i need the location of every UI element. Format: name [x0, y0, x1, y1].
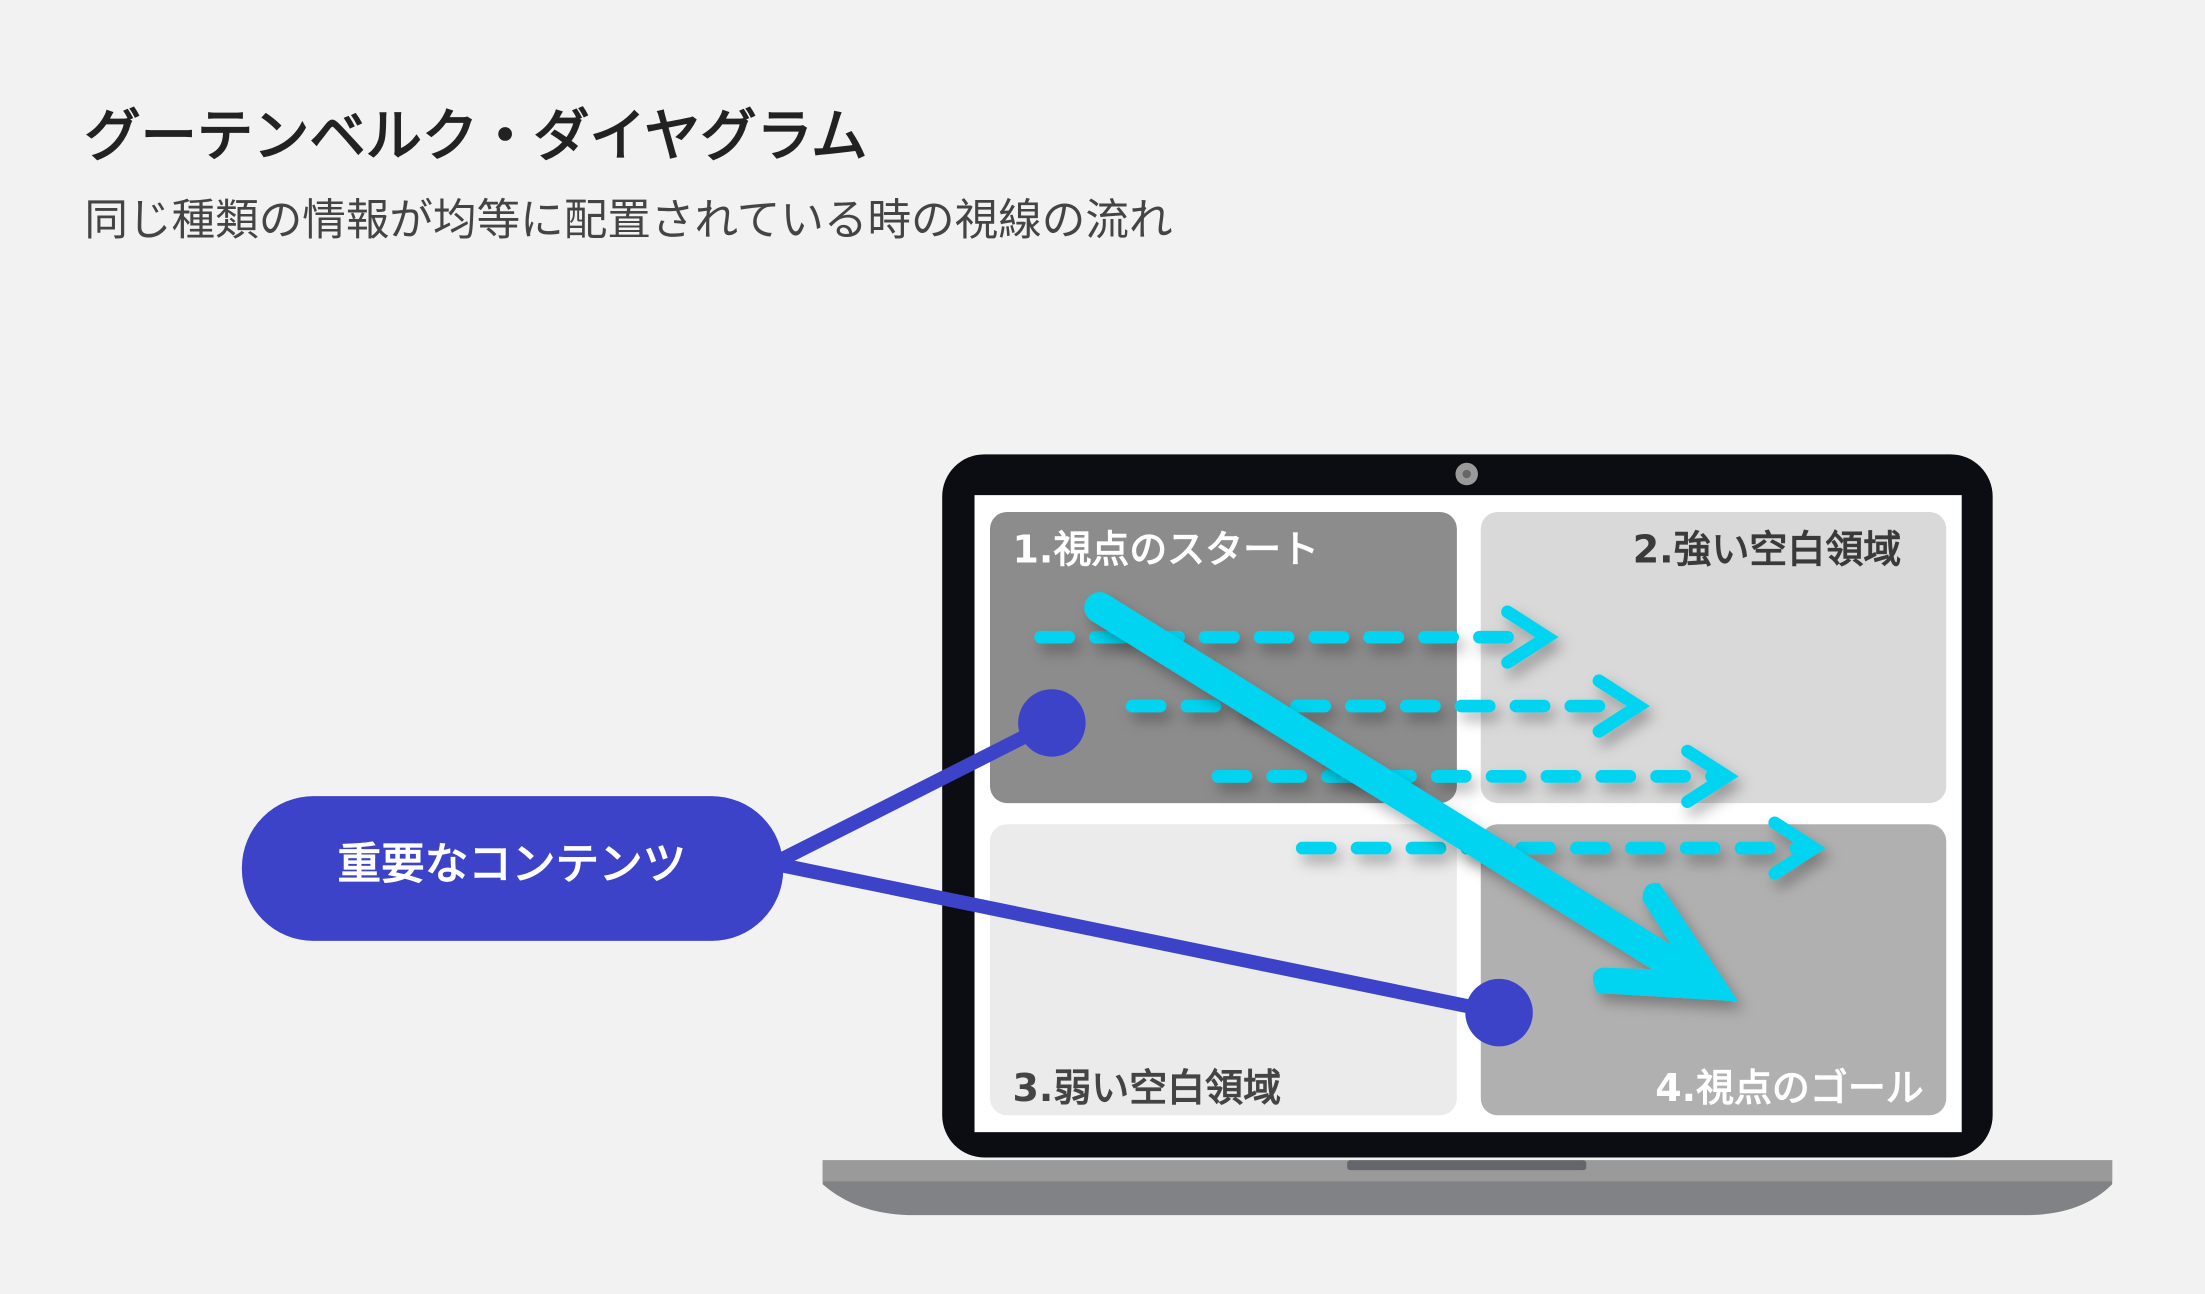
- reading-gravity-arrow: [1084, 592, 1739, 1002]
- callout-label: 重要なコンテンツ: [338, 840, 687, 890]
- quadrant-3-label: 3.弱い空白領域: [1013, 1066, 1282, 1110]
- quadrant-2-label: 2.強い空白領域: [1633, 528, 1902, 572]
- quadrant-1-label: 1.視点のスタート: [1013, 528, 1320, 572]
- quadrant-1: [990, 512, 1457, 804]
- callout-pill: [241, 796, 784, 941]
- pointer-dot-goal: [1465, 978, 1533, 1047]
- laptop-base: [822, 1160, 2113, 1216]
- page-subtitle: 同じ種類の情報が均等に配置されている時の視線の流れ: [84, 196, 1172, 246]
- scan-arrow-3: [1211, 744, 1739, 809]
- important-content-callout: 重要なコンテンツ: [241, 689, 1533, 1047]
- quadrant-4-label: 4.視点のゴール: [1655, 1066, 1924, 1110]
- quadrant-3: [990, 824, 1457, 1116]
- pointer-dot-start: [1018, 689, 1086, 757]
- page-title: グーテンベルク・ダイヤグラム: [84, 104, 867, 169]
- scan-arrow-4: [1295, 816, 1826, 880]
- scan-arrow-2: [1125, 674, 1650, 738]
